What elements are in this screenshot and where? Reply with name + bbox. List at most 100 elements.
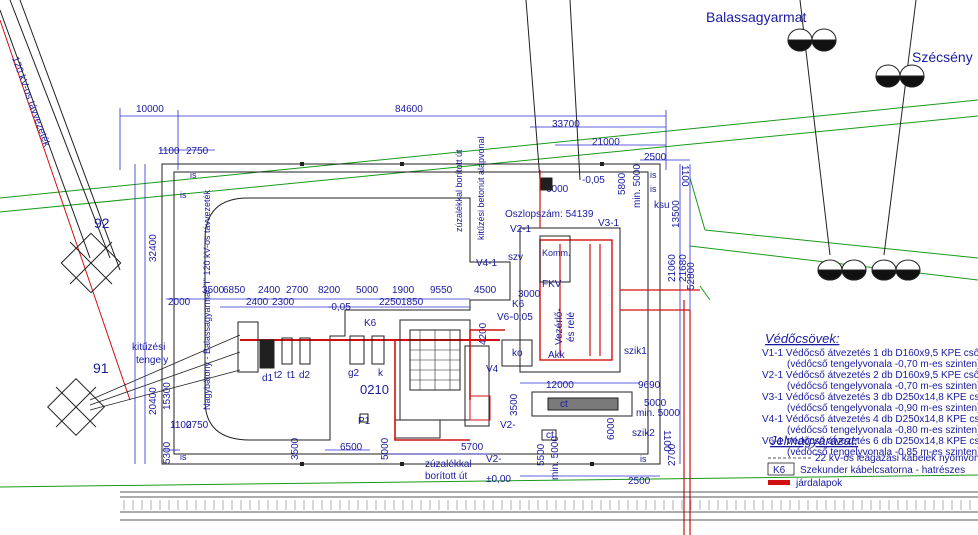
field-labels: d1 t1 d2 t2 g2 k K6 0210 P1 [262,318,389,427]
legend-vedocsovek-title: Védőcsövek: [765,331,840,346]
label-szik1: szik1 [624,346,647,357]
field-equipment [237,319,491,439]
dim-10000: 10000 [136,104,164,115]
legend-k6-text: Szekunder kábelcsatorna - hatrészes [800,465,965,476]
red-cable-run [394,329,505,441]
red-cable-left [0,19,131,401]
min-5000-bot: min. 5000 [550,436,561,480]
dim-8200: 8200 [318,285,341,296]
legend-k6-key: K6 [773,465,786,476]
label-ct2: ct [546,430,554,441]
railway-ties [123,500,971,510]
dim-21680: 21680 [678,254,689,282]
dim-4200: 4200 [478,322,489,345]
internal-road [204,197,511,441]
dim-6850: 6850 [223,285,246,296]
label-v22: V2- [500,420,516,431]
legend-jelmagyarazat-title: Jelmagyarázat: [769,433,859,448]
dim-1100-tl: 1100 [158,146,180,157]
level-marks: -0,05 -0,05 -0,05 ±0,00 min. 5000 min. 5… [328,164,680,485]
dim-21060: 21060 [667,254,678,282]
dim-1900: 1900 [392,285,415,296]
dim-52800: 52800 [686,262,697,290]
label-szik2: szik2 [632,428,655,439]
label-zuzalek-bot-2: borított út [425,471,467,482]
is-2: is [180,190,187,200]
level-1: -0,05 [582,175,605,186]
railway-bottom [120,491,978,521]
legend-row-5: V3-1 Védőcső átvezetés 3 db D250x14,8 KP… [762,392,978,403]
dim-15300: 15300 [162,382,173,410]
legend-row-9: V6-1 Védőcső átvezetés 6 db D250x14,8 KP… [762,436,978,447]
min-5000-mid: min. 5000 [636,408,680,419]
dim-5000r: 5000 [644,398,667,409]
level-4: ±0,00 [486,474,511,485]
dim-5800: 5800 [617,172,628,195]
label-vezerlo: Vezérlő- [554,308,565,345]
building-red-detail [539,170,700,535]
place-szecseny: Szécsény [912,49,973,65]
dim-84600: 84600 [395,104,423,115]
transmission-line-left [0,0,121,271]
dimension-texts: 10000 84600 33700 21000 2500 1100 1100 2… [136,104,697,487]
label-ct: ct [560,399,568,410]
is-4: is [650,184,657,194]
dim-3500: 3500 [202,285,225,296]
label-k6b: K6 [512,299,525,310]
label-szv: szv [508,252,523,263]
label-v23: V2- [486,454,502,465]
legend-k6-box [767,462,795,476]
dim-1100-right: 1100 [679,165,690,187]
is-6: is [640,454,647,464]
transmission-lines-right [525,0,917,256]
dim-5000b: 5000 [380,437,391,460]
dim-6500: 6500 [340,442,363,453]
legend-row-3: V2-1 Védőcső átvezetés 2 db D160x9,5 KPE… [762,370,978,381]
label-fkv: FKV [542,279,562,290]
control-building [501,177,633,441]
dim-5000: 5000 [356,285,379,296]
label-ksu: ksu [654,200,670,211]
min-5000-top: min. 5000 [632,164,643,208]
label-v31: V3-1 [598,218,620,229]
insulator-discs [787,28,925,281]
tower-connection-lines [89,334,241,411]
is-3: is [650,170,657,180]
label-d2: d2 [299,370,311,381]
is-5: is [180,452,187,462]
label-nagybatony: Nagybátony - Balassagyarmat "I" 120 kV-o… [202,190,212,410]
lightning-rods: is is is is is is [180,170,657,464]
label-beton-top: kitűzési betonút alapvonal [476,136,486,240]
tower-number-92: 92 [94,215,110,231]
legend-row-10: (védőcső tengelyvonala -0,85 m-es szinte… [787,447,978,458]
label-t2: t2 [274,370,283,381]
legend-row-8: (védőcső tengelyvonala -0,80 m-es szinte… [787,425,978,436]
dim-2700b: 2700 [667,443,678,466]
legend-row-1: V1-1 Védőcső átvezetés 1 db D160x9,5 KPE… [762,348,978,359]
fence-posts [300,162,604,466]
label-zuzalek-top: zúzalékkal borított út [454,149,464,232]
label-v6: V6- [497,312,513,323]
dim-3500b: 3500 [290,437,301,460]
label-komm: Komm. [542,248,571,258]
legend-cable-text: 22 kV-os leágazási kábelek nyomvonala [815,453,978,464]
dim-13500: 13500 [671,200,682,228]
legend-rows: V1-1 Védőcső átvezetés 1 db D160x9,5 KPE… [762,348,978,458]
dim-2500-top: 2500 [644,152,667,163]
label-ko: ko [512,348,523,359]
label-v4: V4 [486,364,499,375]
dim-21000: 21000 [592,137,620,148]
dim-2700: 2700 [286,285,309,296]
label-k6: K6 [364,318,377,329]
building-labels: Oszlopszám: 54139 V2-1 V3-1 Komm. FKV sz… [476,200,670,465]
dim-33700: 33700 [552,119,580,130]
dim-3500c: 3500 [509,393,520,416]
label-v21: V2-1 [510,224,532,235]
legend-row-4: (védőcső tengelyvonala -0,70 m-es szinte… [787,381,978,392]
is-1: is [190,170,197,180]
label-zuzalek-bot-1: zúzalékkal [425,459,472,470]
legend-jarda-text: járdalapok [795,478,843,489]
label-k1: k [378,368,384,379]
dim-6000b: 6000 [606,417,617,440]
